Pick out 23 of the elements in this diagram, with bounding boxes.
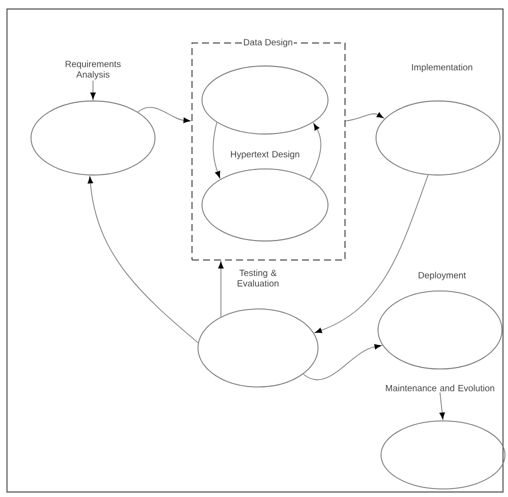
- ellipse-shape: [202, 168, 328, 242]
- arrow: [88, 176, 198, 344]
- ellipse-shape: [380, 420, 506, 490]
- stage-label: Testing & Evaluation: [238, 269, 278, 287]
- stage-label: Maintenance and Evolution: [386, 384, 494, 392]
- arrow: [302, 344, 382, 380]
- arrow: [440, 392, 445, 420]
- ellipse-shape: [378, 290, 502, 370]
- stage-label: Implementation: [412, 64, 472, 72]
- arrow: [315, 174, 428, 333]
- ellipse-shape: [30, 100, 156, 176]
- arrow: [212, 122, 220, 178]
- arrow: [309, 123, 322, 180]
- stage-label: Hypertext Design: [230, 150, 300, 160]
- arrow: [345, 112, 384, 122]
- ellipse-shape: [198, 308, 318, 388]
- stage-label: Deployment: [418, 272, 466, 280]
- arrow: [138, 107, 190, 123]
- arrow: [90, 80, 96, 100]
- stage-label: Requirements Analysis: [66, 60, 121, 80]
- arrow: [218, 262, 224, 318]
- ellipse-shape: [202, 66, 328, 134]
- ellipse-shape: [376, 100, 500, 176]
